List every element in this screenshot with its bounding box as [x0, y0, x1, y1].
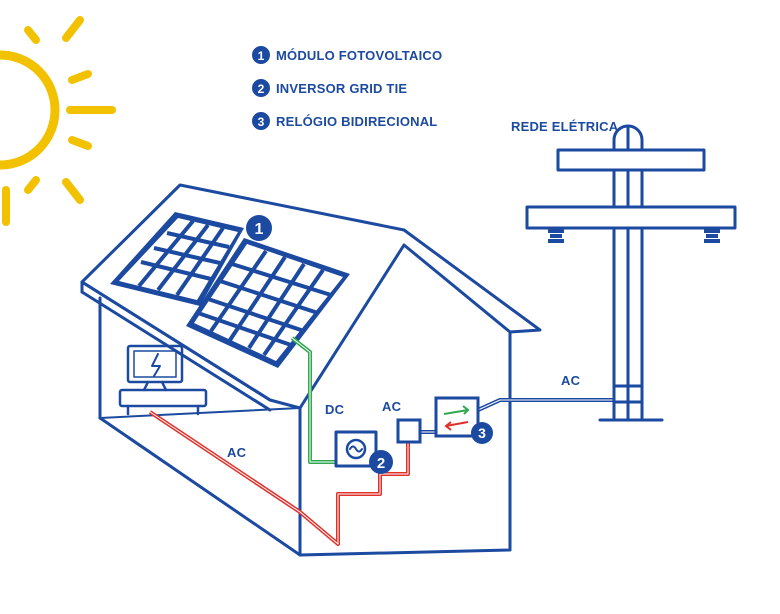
marker-panel: 1 — [246, 215, 272, 241]
sun-icon — [0, 16, 116, 226]
ac-inverter-label: AC — [382, 399, 402, 414]
legend-number-2: 2 — [258, 82, 265, 96]
marker-meter: 3 — [471, 422, 493, 444]
ac-grid-label: AC — [561, 373, 581, 388]
legend: 1 MÓDULO FOTOVOLTAICO 2 INVERSOR GRID TI… — [252, 46, 442, 130]
ac-house-label: AC — [227, 445, 247, 460]
ac-grid-wire — [477, 398, 620, 412]
import-arrow-icon — [444, 421, 469, 431]
export-arrow-icon — [443, 405, 470, 415]
dc-label: DC — [325, 402, 345, 417]
grid-label: REDE ELÉTRICA — [511, 119, 619, 134]
legend-item-3: 3 RELÓGIO BIDIRECIONAL — [252, 112, 437, 130]
ac-junction-box — [396, 418, 422, 444]
legend-number-3: 3 — [258, 115, 265, 129]
legend-label-3: RELÓGIO BIDIRECIONAL — [276, 114, 437, 129]
insulator-right — [704, 229, 720, 243]
marker-inverter-number: 2 — [377, 455, 385, 472]
legend-number-1: 1 — [258, 49, 265, 63]
legend-item-2: 2 INVERSOR GRID TIE — [252, 79, 407, 97]
ac-house-wire — [148, 410, 410, 546]
marker-panel-number: 1 — [255, 221, 264, 238]
utility-pole — [525, 124, 737, 422]
legend-label-1: MÓDULO FOTOVOLTAICO — [276, 48, 442, 63]
legend-item-1: 1 MÓDULO FOTOVOLTAICO — [252, 46, 442, 64]
bidirectional-meter — [434, 396, 480, 438]
insulator-left — [548, 229, 564, 243]
solar-panel-left — [110, 212, 244, 306]
marker-meter-number: 3 — [478, 425, 486, 441]
house-floor-edge — [98, 416, 302, 557]
legend-label-2: INVERSOR GRID TIE — [276, 81, 407, 96]
solar-panel-right — [186, 238, 350, 368]
marker-inverter: 2 — [369, 450, 393, 474]
dc-wire — [290, 336, 352, 464]
tv-icon — [118, 344, 208, 416]
